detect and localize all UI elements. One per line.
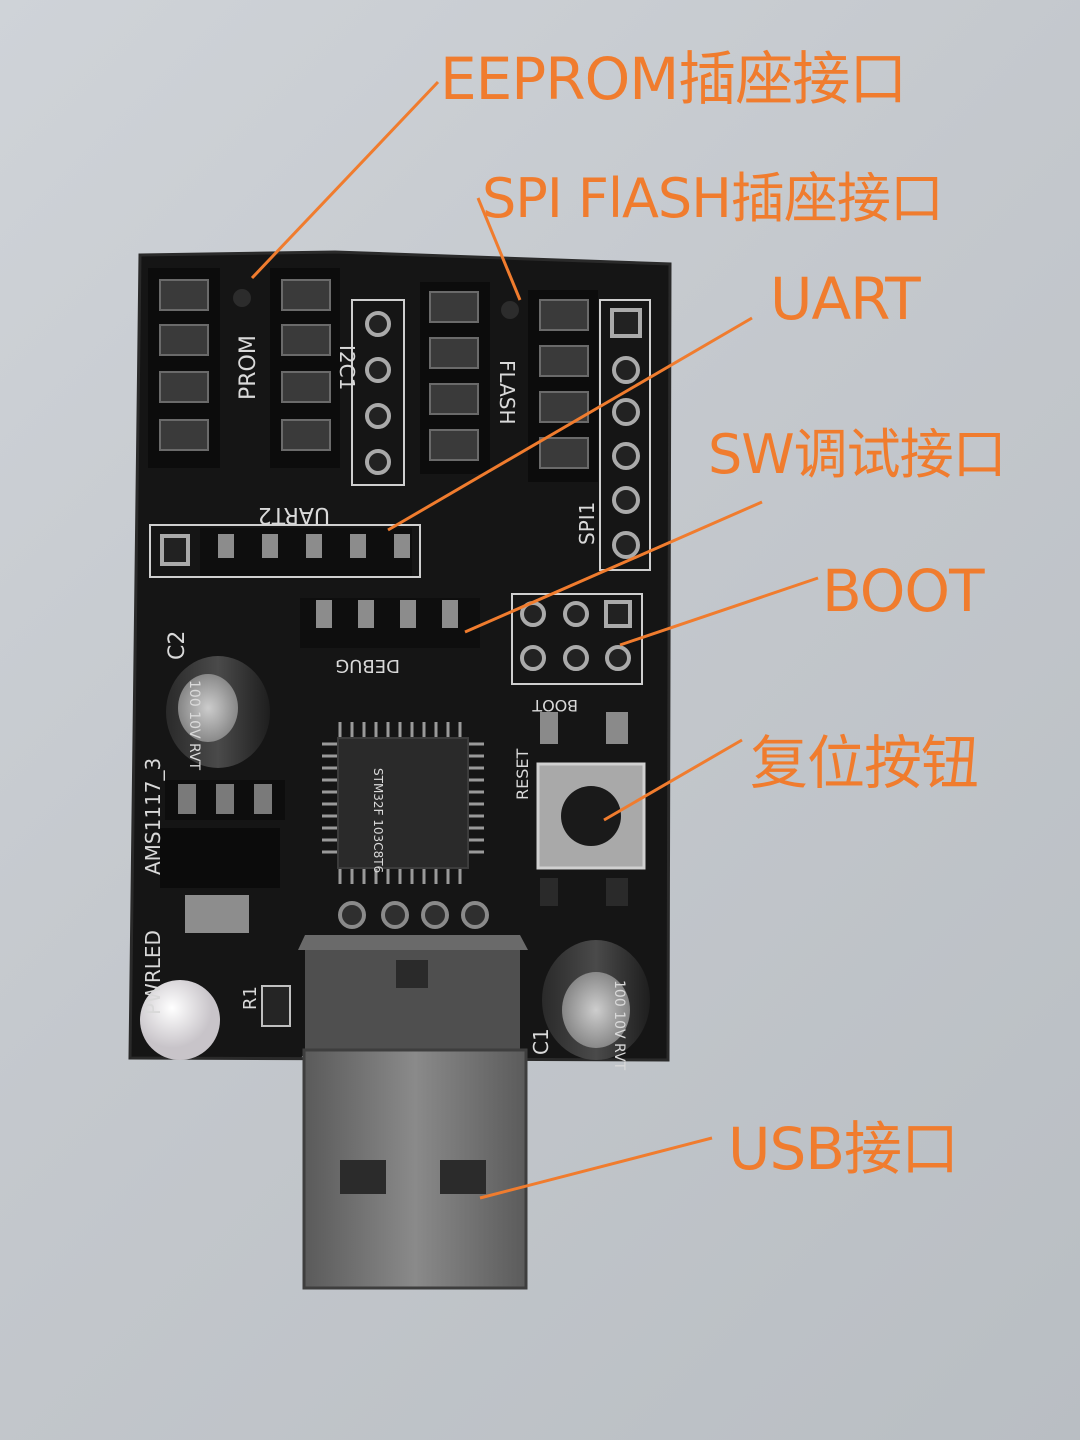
mcu-marking: STM32F 103C8T6 (371, 768, 385, 873)
boot-leader (619, 576, 819, 647)
usb-connector (298, 935, 528, 1290)
capacitor-c2 (166, 656, 270, 768)
label-sw-debug: SW调试接口 (708, 423, 1007, 486)
capacitor-c1 (542, 940, 650, 1060)
callout-lines (250, 80, 819, 1200)
silk-ams: AMS1117_3 (141, 758, 165, 875)
i2c-header (351, 299, 405, 486)
sw-debug-leader (464, 500, 763, 634)
label-eeprom-socket: EEPROM插座接口 (440, 45, 907, 113)
mcu-chip (322, 722, 484, 884)
spi-flash-socket (420, 282, 598, 482)
reset-leader (603, 738, 743, 822)
cap-c2-value: 100 10V RVT (186, 680, 202, 771)
usb-leader (479, 1136, 713, 1200)
cap-c1-value: 100 10V RVT (611, 980, 627, 1071)
label-spi-flash-socket: SPI FlASH插座接口 (482, 167, 944, 230)
label-boot: BOOT (822, 557, 985, 625)
silk-reset: RESET (513, 749, 532, 800)
silk-c2: C2 (165, 631, 190, 660)
silk-pwrled: PWRLED (141, 930, 165, 1015)
silk-prom: PROM (236, 335, 261, 400)
voltage-regulator (160, 780, 285, 933)
eeprom-socket (148, 268, 340, 468)
power-led (140, 980, 291, 1060)
eeprom-leader (250, 80, 440, 280)
uart-leader (387, 316, 753, 532)
reset-button-part (536, 712, 646, 906)
spi1-header (599, 299, 651, 571)
silk-spi1: SPI1 (575, 502, 599, 545)
usb-pads (338, 901, 489, 929)
uart2-header (149, 524, 421, 578)
debug-header (300, 598, 480, 648)
label-reset-button: 复位按钮 (750, 729, 979, 797)
silk-i2c: I2C1 (335, 345, 359, 390)
silk-flash: FLASH (495, 360, 519, 425)
silk-r1: R1 (240, 986, 261, 1010)
label-uart: UART (770, 265, 921, 333)
silk-uart2: UART2 (258, 502, 330, 527)
spi-flash-leader (476, 197, 522, 301)
silk-debug: DEBUG (335, 655, 400, 676)
silk-boot: BOOT (532, 696, 578, 715)
label-usb: USB接口 (728, 1115, 959, 1183)
silk-c1: C1 (529, 1028, 553, 1055)
